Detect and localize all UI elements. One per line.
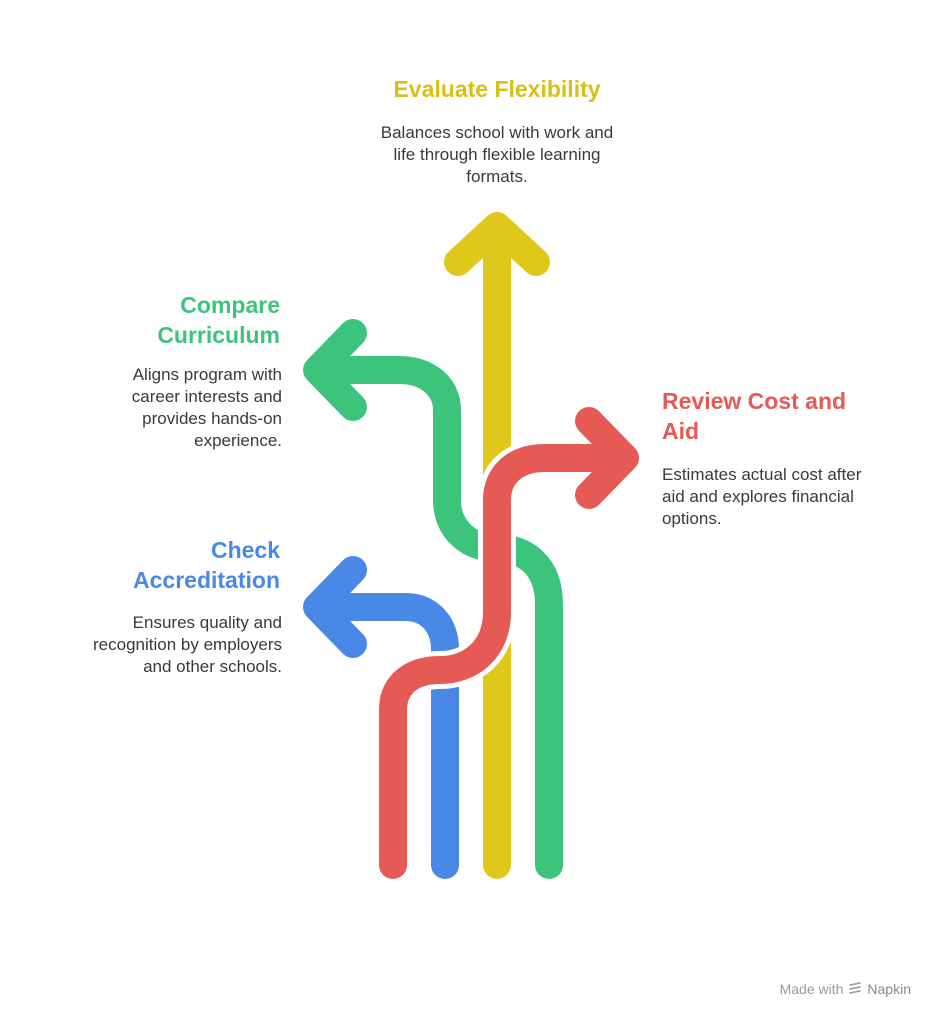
cost-title: Review Cost and Aid (662, 388, 847, 444)
cost-description: Estimates actual cost after aid and expl… (662, 465, 862, 528)
curriculum-arrow (303, 319, 568, 879)
made-with-label: Made with (779, 981, 844, 997)
footer-watermark: Made with Napkin (780, 981, 911, 997)
accreditation-arrow (303, 556, 459, 879)
flexibility-description: Balances school with work and life throu… (380, 123, 614, 186)
curriculum-title: Compare Curriculum (157, 292, 280, 348)
napkin-brand-label: Napkin (867, 981, 911, 997)
accreditation-description: Ensures quality and recognition by emplo… (93, 613, 282, 676)
cost-arrow (374, 407, 639, 879)
napkin-logo-icon (849, 982, 862, 994)
accreditation-title: Check Accreditation (133, 537, 280, 593)
flexibility-title: Evaluate Flexibility (393, 76, 601, 102)
curriculum-description: Aligns program with career interests and… (131, 365, 282, 450)
